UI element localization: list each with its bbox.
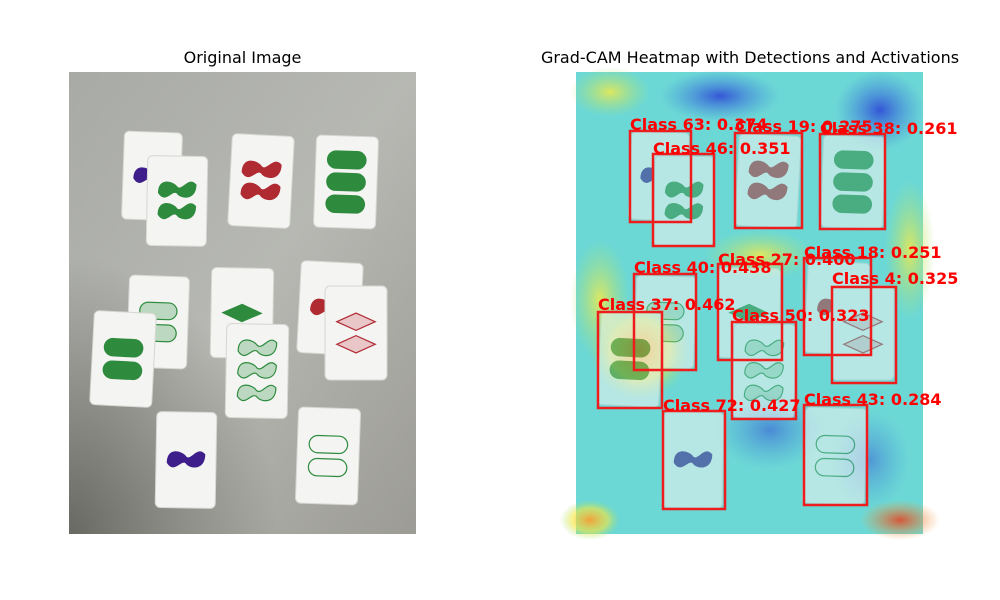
squiggle-shape xyxy=(664,181,704,198)
card-face xyxy=(831,285,895,381)
detection-box xyxy=(818,132,887,231)
detection-label: Class 46: 0.351 xyxy=(653,139,790,158)
card-face xyxy=(324,285,388,381)
oval-shape xyxy=(326,172,366,192)
squiggle-shape xyxy=(664,203,704,220)
squiggle-shape xyxy=(743,384,784,402)
set-card xyxy=(596,310,664,408)
oval-shape xyxy=(815,434,856,455)
set-card xyxy=(295,406,361,506)
card-face xyxy=(145,155,209,247)
detection-label: Class 50: 0.323 xyxy=(732,306,869,325)
squiggle-shape xyxy=(237,361,277,379)
card-face xyxy=(802,406,868,506)
diamond-shape xyxy=(335,334,377,354)
oval-shape xyxy=(814,457,855,478)
oval-shape xyxy=(103,337,144,358)
detection-box xyxy=(651,152,716,248)
set-card xyxy=(313,134,379,230)
card-face xyxy=(227,133,295,229)
detection-label: Class 38: 0.261 xyxy=(820,119,957,138)
card-face xyxy=(295,406,361,506)
oval-shape xyxy=(833,150,874,170)
set-card xyxy=(154,411,218,509)
detection-box xyxy=(632,272,698,372)
set-card xyxy=(145,155,209,247)
detection-box xyxy=(802,403,869,507)
detection-box xyxy=(830,285,898,385)
detection-label: Class 72: 0.427 xyxy=(663,396,800,415)
set-card xyxy=(661,411,725,509)
set-card xyxy=(324,285,388,381)
card-group xyxy=(89,130,388,509)
detection-label: Class 27: 0.400 xyxy=(718,250,855,269)
original-image-title: Original Image xyxy=(183,48,302,67)
detection-label: Class 63: 0.374 xyxy=(630,115,767,134)
squiggle-shape xyxy=(744,339,785,357)
squiggle-shape xyxy=(240,182,281,200)
oval-shape xyxy=(307,457,348,478)
set-card xyxy=(802,406,868,506)
card-face xyxy=(652,155,716,247)
oval-shape xyxy=(325,194,366,214)
oval-shape xyxy=(308,434,349,455)
set-card xyxy=(820,134,886,230)
card-face xyxy=(596,310,664,408)
oval-shape xyxy=(610,337,651,358)
detection-box xyxy=(628,129,693,224)
squiggle-shape xyxy=(237,339,278,357)
set-card xyxy=(89,310,157,408)
detection-box xyxy=(596,310,664,410)
oval-shape xyxy=(609,360,650,381)
squiggle-shape xyxy=(744,361,784,379)
detection-box xyxy=(661,409,727,511)
card-face xyxy=(89,310,157,408)
detection-label: Class 4: 0.325 xyxy=(832,269,958,288)
diamond-shape xyxy=(842,334,884,354)
heatmap-title: Grad-CAM Heatmap with Detections and Act… xyxy=(540,48,960,67)
detection-label: Class 37: 0.462 xyxy=(598,295,735,314)
original-photo xyxy=(69,72,416,534)
squiggle-shape xyxy=(747,182,788,200)
detection-box xyxy=(716,262,784,362)
oval-shape xyxy=(102,360,143,381)
detection-label: Class 19: 0.275 xyxy=(735,117,872,136)
diamond-shape xyxy=(221,303,263,323)
detection-box xyxy=(733,131,804,230)
set-card xyxy=(831,285,895,381)
detection-box xyxy=(802,256,873,357)
squiggle-shape xyxy=(166,451,206,468)
diamond-shape xyxy=(335,312,377,332)
diamond-shape xyxy=(842,312,884,332)
detection-label: Class 43: 0.284 xyxy=(804,390,941,409)
detection-label: Class 18: 0.251 xyxy=(804,243,941,262)
squiggle-shape xyxy=(241,160,282,178)
squiggle-shape xyxy=(673,451,713,468)
diamond-shape xyxy=(728,303,770,323)
set-card xyxy=(224,323,290,419)
set-card xyxy=(227,133,295,229)
squiggle-shape xyxy=(236,384,277,402)
set-card xyxy=(652,155,716,247)
oval-shape xyxy=(833,172,873,192)
detection-label: Class 40: 0.438 xyxy=(634,258,771,277)
squiggle-shape xyxy=(157,203,197,220)
oval-shape xyxy=(326,150,367,170)
oval-shape xyxy=(832,194,873,214)
squiggle-shape xyxy=(748,160,789,178)
squiggle-shape xyxy=(157,181,197,198)
detection-box xyxy=(730,320,798,421)
